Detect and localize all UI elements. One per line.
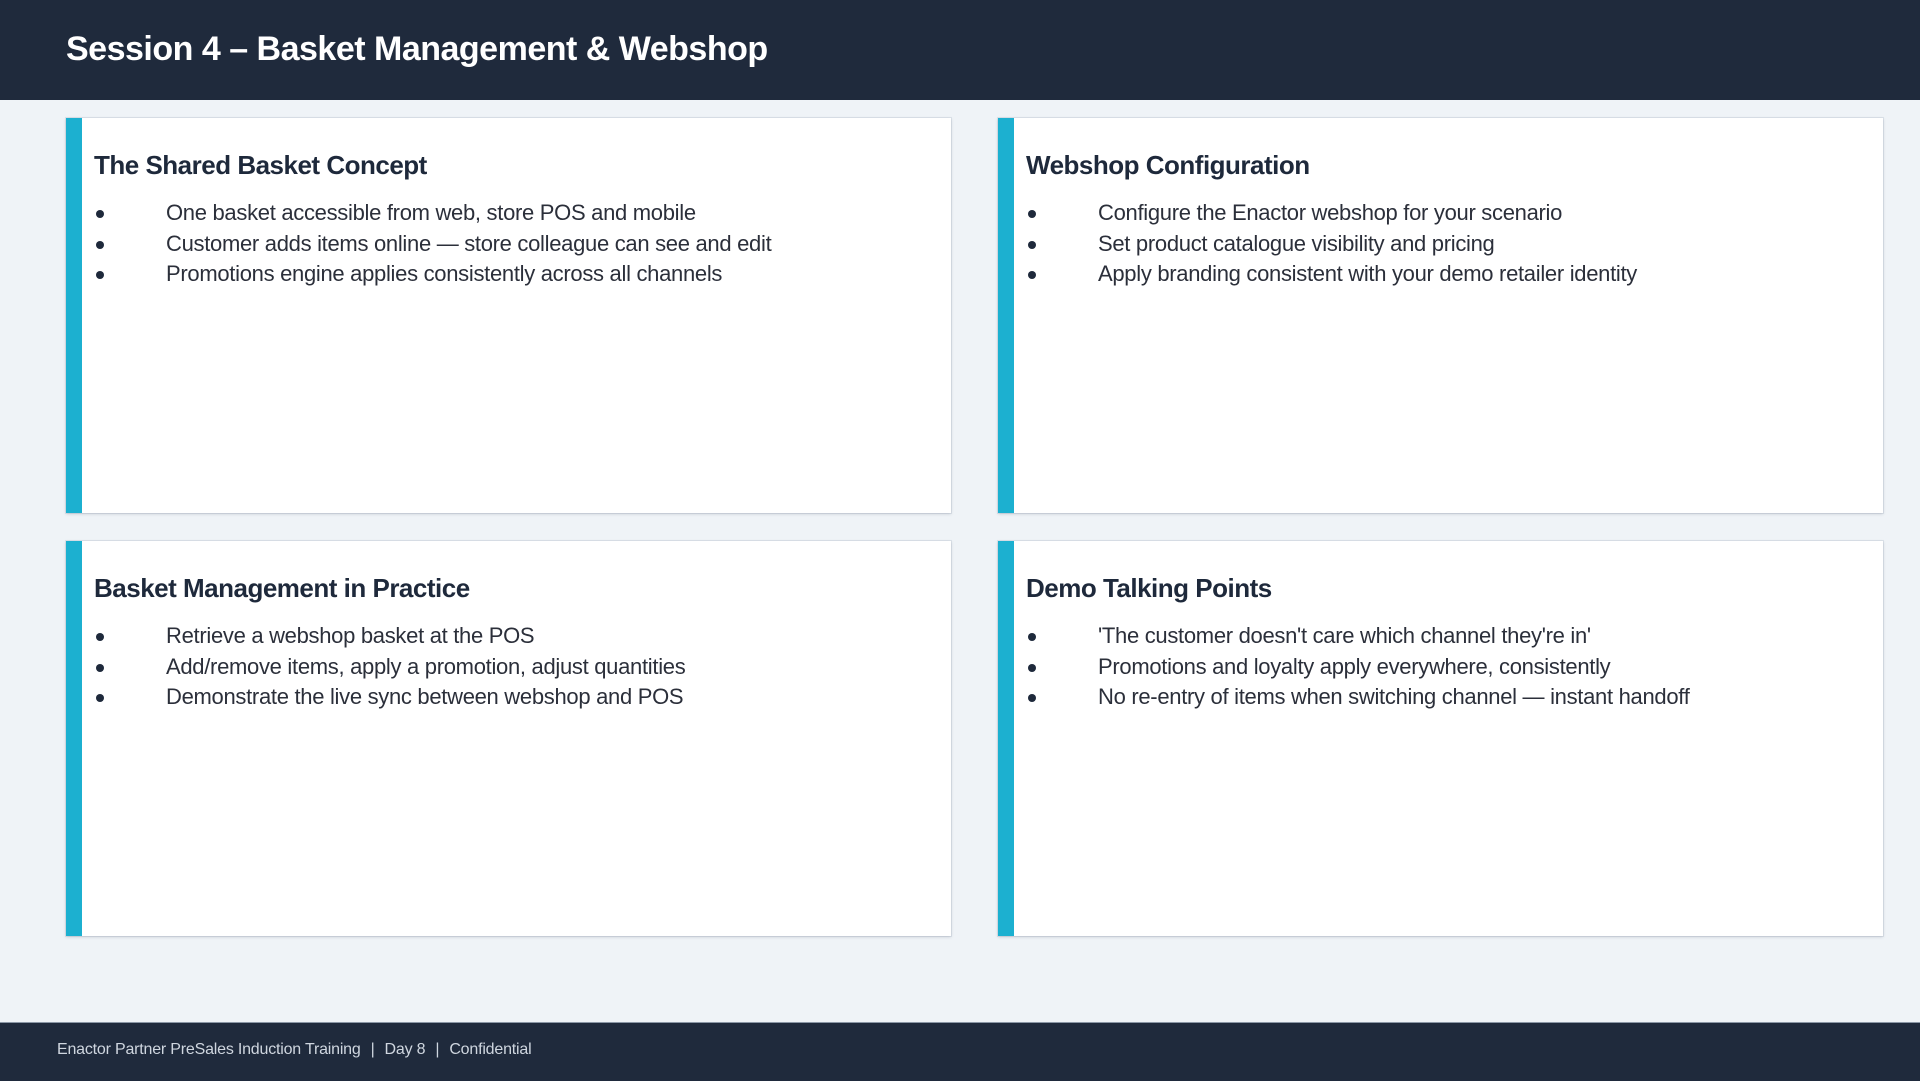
slide-footer: Enactor Partner PreSales Induction Train… — [0, 1022, 1920, 1081]
bullet-text: Set product catalogue visibility and pri… — [1098, 230, 1495, 256]
bullet-text: Configure the Enactor webshop for your s… — [1098, 200, 1563, 225]
card-title: Webshop Configuration — [1026, 150, 1310, 180]
bullet-icon — [1028, 271, 1036, 279]
bullet-item: Configure the Enactor webshop for your s… — [1026, 198, 1637, 229]
card-accent-bar — [66, 118, 82, 513]
footer-program: Enactor Partner PreSales Induction Train… — [57, 1041, 361, 1058]
bullet-icon — [96, 633, 104, 641]
bullet-icon — [96, 240, 104, 249]
bullet-text: Promotions engine applies consistently a… — [166, 261, 723, 286]
bullet-text: Retrieve a webshop basket at the POS — [166, 623, 535, 648]
bullet-item: Set product catalogue visibility and pri… — [1026, 229, 1637, 260]
bullet-item: 'The customer doesn't care which channel… — [1026, 621, 1690, 652]
slide-title: Session 4 – Basket Management & Webshop — [66, 30, 768, 68]
bullet-item: Apply branding consistent with your demo… — [1026, 259, 1637, 290]
footer-day: Day 8 — [384, 1041, 426, 1058]
card-shared-basket-concept: The Shared Basket Concept One basket acc… — [66, 118, 951, 513]
bullet-icon — [96, 271, 104, 279]
bullet-item: Demonstrate the live sync between websho… — [94, 682, 685, 713]
bullet-item: Customer adds items online — store colle… — [94, 229, 772, 260]
bullet-item: No re-entry of items when switching chan… — [1026, 682, 1690, 713]
card-accent-bar — [998, 541, 1014, 936]
bullet-icon — [96, 694, 104, 702]
bullet-list: 'The customer doesn't care which channel… — [1026, 621, 1690, 713]
card-basket-management-in-practice: Basket Management in Practice Retrieve a… — [66, 541, 951, 936]
bullet-text: Add/remove items, apply a promotion, adj… — [166, 653, 686, 679]
card-accent-bar — [66, 541, 82, 936]
card-title: Demo Talking Points — [1026, 573, 1272, 603]
bullet-text: 'The customer doesn't care which channel… — [1098, 623, 1591, 648]
footer-separator: | — [435, 1041, 440, 1058]
bullet-list: Retrieve a webshop basket at the POS Add… — [94, 621, 686, 713]
bullet-icon — [96, 210, 104, 218]
slide-header: Session 4 – Basket Management & Webshop — [0, 0, 1920, 100]
bullet-text: Promotions and loyalty apply everywhere,… — [1098, 653, 1611, 679]
bullet-icon — [1028, 240, 1036, 249]
bullet-text: No re-entry of items when switching chan… — [1098, 684, 1690, 709]
card-accent-bar — [998, 118, 1014, 513]
bullet-item: Add/remove items, apply a promotion, adj… — [94, 652, 686, 683]
card-demo-talking-points: Demo Talking Points 'The customer doesn'… — [998, 541, 1883, 936]
bullet-text: One basket accessible from web, store PO… — [166, 200, 696, 225]
card-webshop-configuration: Webshop Configuration Configure the Enac… — [998, 118, 1883, 513]
bullet-item: Promotions and loyalty apply everywhere,… — [1026, 652, 1690, 683]
bullet-icon — [1028, 694, 1036, 702]
bullet-icon — [1028, 210, 1036, 218]
bullet-text: Customer adds items online — store colle… — [166, 230, 772, 256]
bullet-item: Promotions engine applies consistently a… — [94, 259, 771, 290]
bullet-icon — [1028, 663, 1036, 672]
footer-separator: | — [370, 1041, 375, 1058]
card-title: The Shared Basket Concept — [94, 150, 427, 180]
bullet-item: One basket accessible from web, store PO… — [94, 198, 771, 229]
bullet-icon — [96, 663, 104, 672]
footer-text: Enactor Partner PreSales Induction Train… — [57, 1041, 532, 1059]
bullet-text: Demonstrate the live sync between websho… — [166, 684, 684, 709]
card-title: Basket Management in Practice — [94, 573, 470, 603]
bullet-item: Retrieve a webshop basket at the POS — [94, 621, 685, 652]
bullet-list: Configure the Enactor webshop for your s… — [1026, 198, 1637, 290]
footer-classification: Confidential — [449, 1041, 532, 1058]
bullet-list: One basket accessible from web, store PO… — [94, 198, 772, 290]
bullet-text: Apply branding consistent with your demo… — [1098, 261, 1638, 286]
bullet-icon — [1028, 633, 1036, 641]
